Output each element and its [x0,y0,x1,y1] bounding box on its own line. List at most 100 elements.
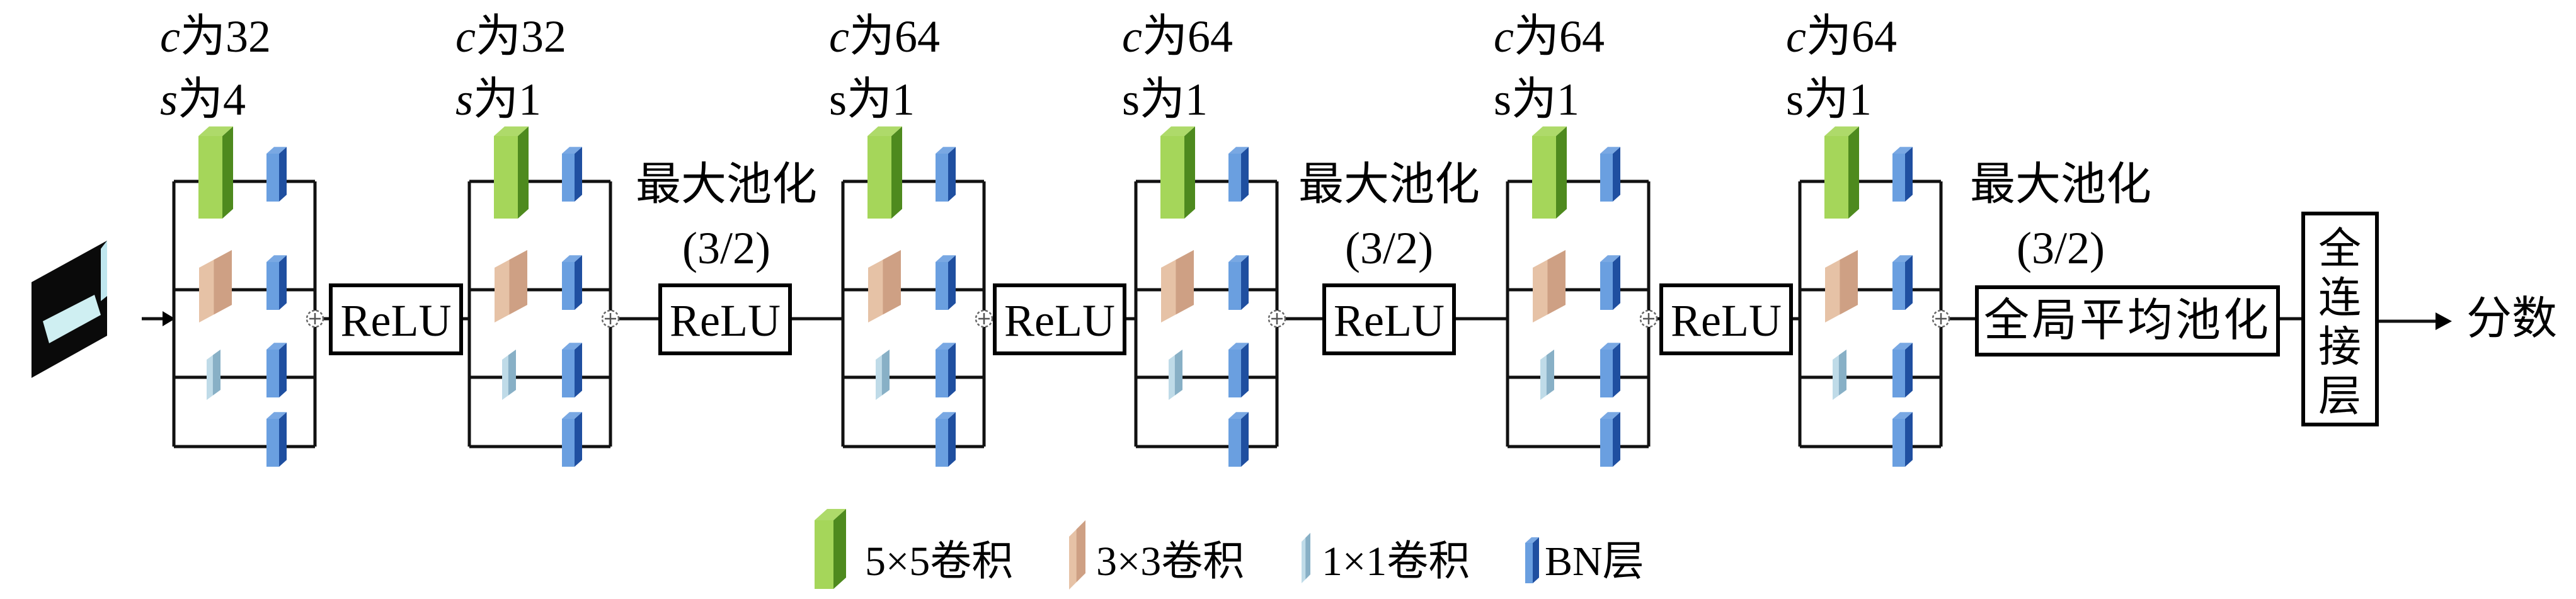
fully-connected-box [2301,212,2379,426]
relu-3-box [993,283,1126,355]
block-5-bn-3 [1600,343,1620,397]
block-6-conv1x1 [1833,350,1846,400]
block-5-bn-1-top [1600,147,1620,154]
stride-var: s [829,74,847,125]
legend-bn-icon [1525,537,1539,583]
block-3-conv3x3-shade [883,250,901,315]
maxpool-3-param: (3/2) [2017,223,2105,273]
block-1-conv5x5-front [198,136,222,219]
block-6-add-node-icon [1932,309,1950,328]
block-6-bn-3-side [1905,343,1913,397]
block-4-bn-2-front [1228,262,1241,310]
block-1-bn-4 [266,412,287,467]
block-6-bn-1-front [1892,154,1905,202]
block-5-conv5x5 [1532,126,1567,219]
relu-1-label: ReLU [341,295,452,346]
block-2-stride-label: s为1 [455,74,541,125]
block-4-bn-2 [1228,255,1249,310]
maxpool-1-title: 最大池化 [636,159,817,210]
block-5-conv5x5-top [1532,126,1567,136]
block-3-stride-label: s为1 [829,74,915,125]
channels-value: 为64 [849,11,940,62]
block-4-add-node-icon [1268,309,1286,328]
block-3-bn-2-front [936,262,948,310]
block-2-bn-3-side [575,343,582,397]
channels-value: 为32 [180,11,271,62]
legend-conv5x5-icon-side [833,509,846,589]
block-2-bn-1-top [562,147,582,154]
block-2-bn-4 [562,412,582,467]
block-6-bn-2 [1892,255,1913,310]
block-5-bn-4-top [1600,412,1620,419]
layer-shapes [31,126,2379,590]
block-6-bn-4-top [1892,412,1913,419]
maxpool-1-param: (3/2) [682,223,770,273]
block-3-conv5x5-side [891,126,902,219]
block-2-bn-2-top [562,255,582,262]
block-6-conv3x3-shade [1840,250,1858,315]
block-6-bn-4 [1892,412,1913,467]
legend-bn-label: BN层 [1545,539,1644,585]
block-4-stride-label: s为1 [1122,74,1208,125]
legend-conv3x3-icon-shade [1076,520,1085,583]
block-3-bn-1-side [948,147,956,202]
block-2-conv1x1 [502,350,516,400]
block-2-bn-2 [562,255,582,310]
block-1-bn-3-top [266,343,287,350]
block-5-bn-2-front [1600,262,1613,310]
stride-value: 为1 [1804,74,1872,125]
stride-value: 为1 [1511,74,1579,125]
block-3-conv5x5-top [867,126,902,136]
relu-1-box [329,283,463,355]
connection-lines [142,180,2452,448]
block-6-bn-2-top [1892,255,1913,262]
block-4-bn-1 [1228,147,1249,202]
block-2-bn-3-top [562,343,582,350]
block-4-bn-2-side [1241,255,1249,310]
block-3-bn-4-top [936,412,956,419]
block-6-conv5x5 [1824,126,1859,219]
block-3-conv1x1 [876,350,890,400]
block-1-bn-1 [266,147,287,202]
block-1-bn-2 [266,255,287,310]
block-1-conv5x5 [198,126,233,219]
block-5-conv5x5-side [1556,126,1567,219]
channels-var: c [455,11,476,62]
stride-value: 为1 [473,74,541,125]
block-5-bn-3-front [1600,350,1613,397]
block-6-bn-2-side [1905,255,1913,310]
block-2-conv5x5-front [494,136,518,219]
block-2-conv5x5 [494,126,529,219]
stride-var: s [1494,74,1511,125]
block-4-bn-3 [1228,343,1249,397]
block-6-bn-3-front [1892,350,1905,397]
block-1-bn-2-top [266,255,287,262]
block-6-channels-label: c为64 [1786,11,1897,62]
block-1-bn-4-front [266,419,279,467]
block-3-channels-label: c为64 [829,11,940,62]
block-2-bn-1-front [562,154,575,202]
block-6-bn-4-side [1905,412,1913,467]
legend-conv5x5-icon-front [815,520,833,589]
block-3-conv5x5-front [867,136,891,219]
block-2-add-node-icon [601,309,620,328]
legend-bn-icon-front [1525,543,1533,583]
fully-connected-char: 接 [2318,323,2361,371]
stride-var: s [455,74,473,125]
block-2-channels-label: c为32 [455,11,566,62]
block-1-conv3x3-shade [214,250,232,315]
block-5-conv5x5-front [1532,136,1556,219]
block-6-bn-2-front [1892,262,1905,310]
block-6-conv5x5-side [1848,126,1859,219]
block-2-conv3x3 [495,250,527,322]
block-3-conv5x5 [867,126,902,219]
legend-bn-icon-top [1525,537,1539,543]
block-3-bn-1-front [936,154,948,202]
block-1-channels-label: c为32 [160,11,271,62]
block-5-bn-2-side [1613,255,1620,310]
block-4-channels-label: c为64 [1122,11,1233,62]
block-5-bn-2 [1600,255,1620,310]
block-2-bn-1-side [575,147,582,202]
block-3-conv3x3 [868,250,901,322]
